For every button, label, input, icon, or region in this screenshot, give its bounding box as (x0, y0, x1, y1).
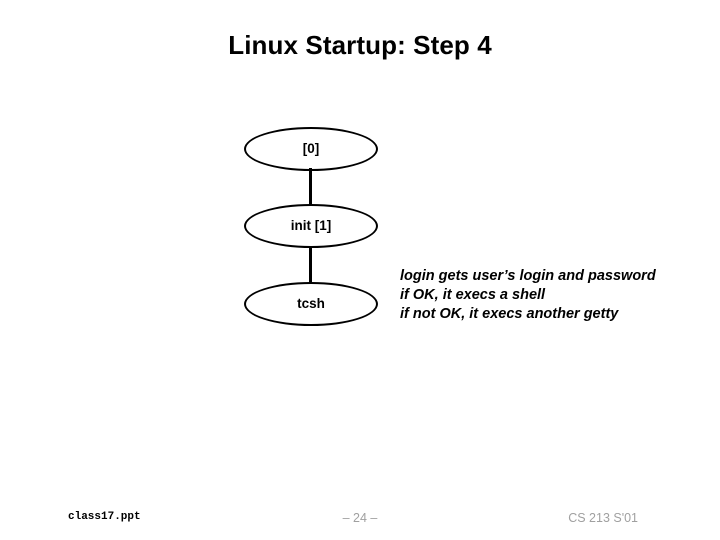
process-node-label: tcsh (297, 296, 325, 312)
process-node-label: init [1] (290, 218, 332, 234)
process-node-init: init [1] (244, 204, 378, 248)
annotation-text-block: login gets user’s login and password if … (400, 267, 656, 324)
footer-course-label: CS 213 S'01 (568, 511, 638, 525)
slide-footer: class17.ppt – 24 – CS 213 S'01 (0, 505, 720, 535)
process-node-tcsh: tcsh (244, 282, 378, 326)
annotation-line-1: login gets user’s login and password (400, 268, 656, 284)
footer-filename: class17.ppt (68, 511, 141, 523)
page-title: Linux Startup: Step 4 (228, 30, 492, 60)
connector-line-0-to-init (309, 168, 312, 206)
annotation-line-2: if OK, it execs a shell (400, 287, 546, 303)
annotation-line-3: if not OK, it execs another getty (400, 306, 619, 322)
process-node-label: [0] (302, 141, 320, 157)
connector-line-init-to-tcsh (309, 246, 312, 284)
footer-page-number: – 24 – (342, 511, 378, 525)
process-node-pid-0: [0] (244, 127, 378, 171)
